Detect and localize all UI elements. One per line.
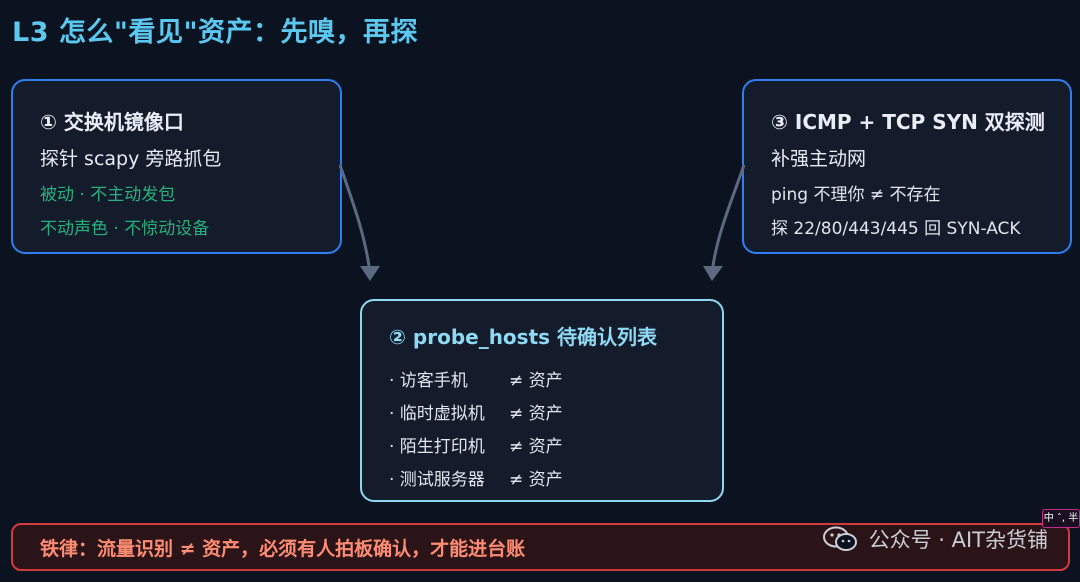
footer-text: 铁律：流量识别 ≠ 资产，必须有人拍板确认，才能进台账 — [40, 537, 526, 560]
ime-badge: 中 ˆ, 半 — [1042, 509, 1080, 528]
wechat-icon — [822, 526, 857, 551]
list-item-name: · 访客手机 — [389, 371, 468, 391]
watermark: 公众号 · AIT杂货铺 — [822, 524, 1048, 554]
arrow-icon — [360, 266, 380, 281]
list-item-name: · 陌生打印机 — [389, 437, 485, 457]
box3-subtitle: 补强主动网 — [771, 148, 867, 170]
list-item-tag: ≠ 资产 — [509, 371, 563, 391]
list-item-name: · 临时虚拟机 — [389, 404, 485, 424]
box1-note: 不动声色 · 不惊动设备 — [40, 219, 210, 239]
box1-heading: ① 交换机镜像口 — [40, 110, 184, 134]
list-item: · 陌生打印机 ≠ 资产 — [389, 428, 722, 461]
switch-mirror-port-box: ① 交换机镜像口 探针 scapy 旁路抓包 被动 · 不主动发包 不动声色 ·… — [11, 79, 342, 254]
arrow-icon — [338, 164, 371, 267]
list-item-tag: ≠ 资产 — [509, 404, 563, 424]
arrow-icon — [703, 266, 723, 281]
probe-hosts-box: ② probe_hosts 待确认列表 · 访客手机 ≠ 资产 · 临时虚拟机 … — [360, 299, 724, 502]
iron-rule-banner: 铁律：流量识别 ≠ 资产，必须有人拍板确认，才能进台账 — [11, 523, 1070, 571]
watermark-text: 公众号 · AIT杂货铺 — [868, 528, 1048, 552]
box2-heading: ② probe_hosts 待确认列表 — [389, 325, 658, 349]
list-item-tag: ≠ 资产 — [509, 470, 563, 490]
icmp-tcp-probe-box: ③ ICMP + TCP SYN 双探测 补强主动网 ping 不理你 ≠ 不存… — [742, 79, 1072, 254]
pending-list: · 访客手机 ≠ 资产 · 临时虚拟机 ≠ 资产 · 陌生打印机 ≠ 资产 · … — [389, 362, 722, 494]
box1-note: 被动 · 不主动发包 — [40, 185, 176, 205]
box3-heading: ③ ICMP + TCP SYN 双探测 — [771, 110, 1045, 134]
list-item: · 访客手机 ≠ 资产 — [389, 362, 722, 395]
list-item-name: · 测试服务器 — [389, 470, 485, 490]
list-item: · 临时虚拟机 ≠ 资产 — [389, 395, 722, 428]
list-item-tag: ≠ 资产 — [509, 437, 563, 457]
page-title: L3 怎么"看见"资产：先嗅，再探 — [12, 17, 419, 48]
box1-subtitle: 探针 scapy 旁路抓包 — [40, 148, 222, 170]
arrow-icon — [711, 164, 746, 267]
box3-note: 探 22/80/443/445 回 SYN-ACK — [771, 219, 1021, 239]
box3-note: ping 不理你 ≠ 不存在 — [771, 185, 941, 205]
list-item: · 测试服务器 ≠ 资产 — [389, 461, 722, 494]
